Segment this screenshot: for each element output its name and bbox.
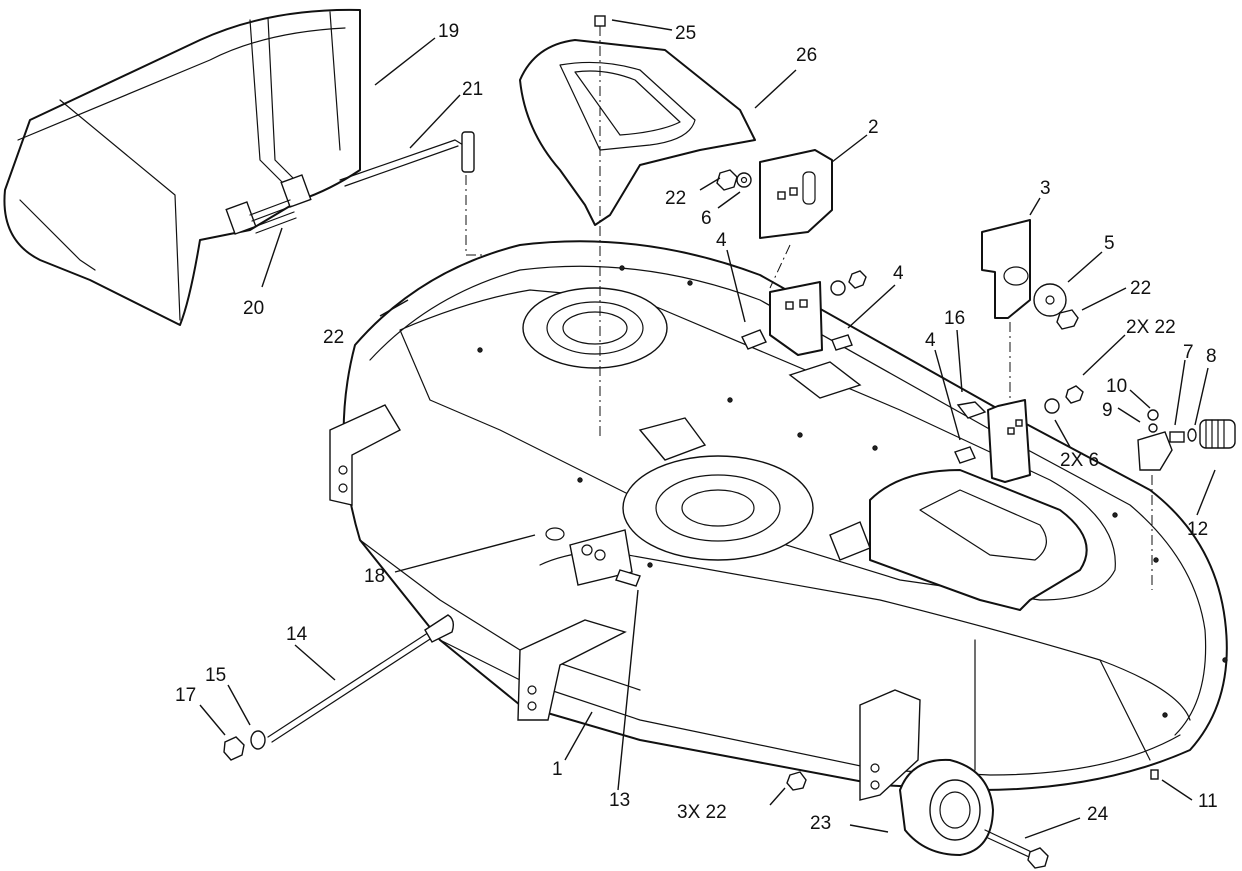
callout-25: 25: [675, 23, 696, 44]
callout-13: 13: [609, 790, 630, 811]
callout-11: 11: [1198, 791, 1218, 812]
callout-labels: 19 21 20 22 25 26 2 22 6 4 4 3 5 22 16 2…: [175, 21, 1218, 834]
callout-16: 16: [944, 308, 965, 329]
discharge-chute: [3, 8, 361, 326]
callout-21: 21: [462, 79, 483, 100]
callout-3: 3: [1040, 178, 1051, 199]
callout-3x-22: 3X 22: [677, 802, 727, 823]
callout-2x-22: 2X 22: [1126, 317, 1176, 338]
callout-12: 12: [1187, 519, 1208, 540]
callout-17: 17: [175, 685, 196, 706]
callout-26: 26: [796, 45, 817, 66]
callout-23: 23: [810, 813, 831, 834]
callout-9: 9: [1102, 400, 1113, 421]
bolt-25: [594, 15, 606, 27]
callout-20: 20: [243, 298, 264, 319]
callout-22: 22: [665, 188, 686, 209]
callout-2: 2: [868, 117, 879, 138]
leader-lines: [199, 19, 1216, 839]
callout-8: 8: [1206, 346, 1217, 367]
callout-22: 22: [323, 327, 344, 348]
bolt-11: [1150, 769, 1159, 780]
callout-4: 4: [925, 330, 936, 351]
callout-6: 6: [701, 208, 712, 229]
hinge-rod: [339, 131, 475, 187]
belt-cover: [519, 39, 756, 226]
idler-bracket-4-right: [954, 385, 1084, 483]
callout-4: 4: [716, 230, 727, 251]
callout-15: 15: [205, 665, 226, 686]
callout-4: 4: [893, 263, 904, 284]
callout-22: 22: [1130, 278, 1151, 299]
idler-bracket-2: [759, 149, 833, 239]
callout-24: 24: [1087, 804, 1109, 825]
callout-7: 7: [1183, 342, 1194, 363]
idler-bracket-3: [981, 219, 1079, 330]
callout-10: 10: [1106, 376, 1127, 397]
mower-deck: [329, 240, 1228, 801]
callout-1: 1: [552, 759, 563, 780]
callout-14: 14: [286, 624, 308, 645]
grease-fitting-assembly: [1137, 409, 1236, 471]
callout-19: 19: [438, 21, 459, 42]
callout-2x-6: 2X 6: [1060, 450, 1099, 471]
adjustment-rod: [223, 614, 455, 761]
callout-18: 18: [364, 566, 385, 587]
callout-5: 5: [1104, 233, 1115, 254]
gauge-wheel: [899, 758, 1049, 869]
washer-nut-6-22-upper: [716, 169, 752, 191]
idler-bracket-4-center: [741, 270, 867, 356]
